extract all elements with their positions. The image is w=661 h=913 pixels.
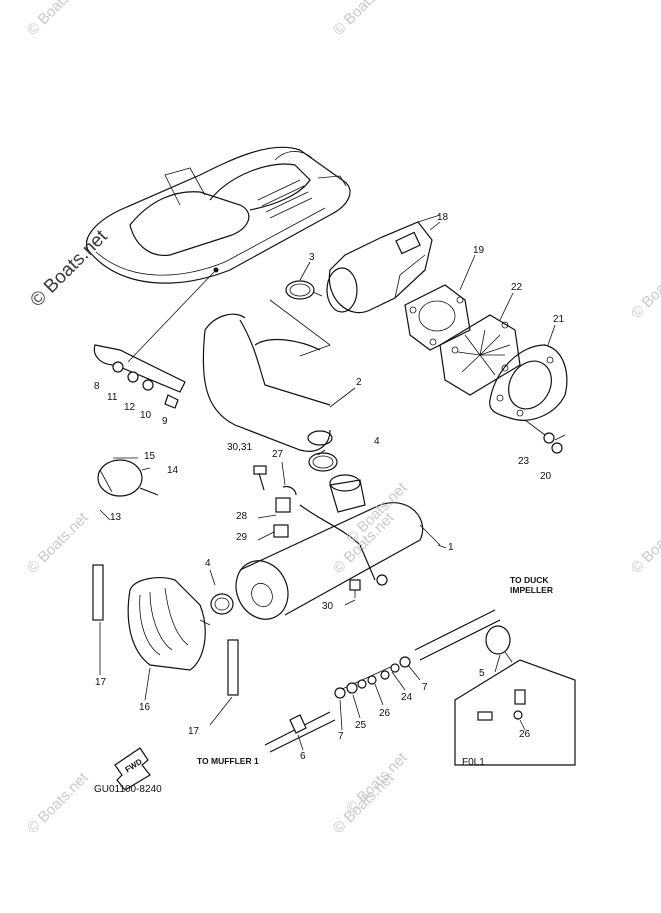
figure-code: GU01100-8240 <box>94 784 162 795</box>
callout-18: 18 <box>437 212 449 223</box>
callout-1: 1 <box>448 542 454 553</box>
callout-2: 2 <box>356 377 362 388</box>
bolt-30 <box>349 579 361 598</box>
callout-23: 23 <box>518 456 530 467</box>
leader-lines <box>99 221 566 751</box>
housing-21 <box>489 324 568 421</box>
callout-3: 3 <box>309 252 315 263</box>
callout-9: 9 <box>162 416 168 427</box>
exhaust-hose-2 <box>202 299 333 452</box>
fwd-arrow-shape <box>114 747 151 791</box>
callout-4-left: 4 <box>205 558 211 569</box>
callout-10: 10 <box>140 410 152 421</box>
callout-8: 8 <box>94 381 100 392</box>
callout-28: 28 <box>236 511 248 522</box>
callout-7-left: 7 <box>338 731 344 742</box>
callout-26-inset: 26 <box>519 729 531 740</box>
note-to-duck: TO DUCK <box>510 575 549 585</box>
hose-clamp-4-top <box>308 452 338 472</box>
clamp-15 <box>97 457 159 497</box>
inset-box <box>454 659 576 766</box>
callout-13: 13 <box>110 512 122 523</box>
callout-12: 12 <box>124 402 136 413</box>
bolts-23-20 <box>524 419 563 454</box>
callout-20: 20 <box>540 471 552 482</box>
exhaust-elbow-18 <box>326 214 441 314</box>
callout-21: 21 <box>553 314 565 325</box>
callout-16: 16 <box>139 702 151 713</box>
callout-25: 25 <box>355 720 367 731</box>
callout-5: 5 <box>479 668 485 679</box>
callout-6: 6 <box>300 751 306 762</box>
gasket-19 <box>404 254 476 351</box>
note-to-muffler: TO MUFFLER 1 <box>197 756 259 766</box>
hose-clamp-3 <box>285 261 323 300</box>
callout-30: 30 <box>322 601 334 612</box>
callout-19: 19 <box>473 245 485 256</box>
callout-17-left: 17 <box>95 677 107 688</box>
callout-14: 14 <box>167 465 179 476</box>
callout-7-right: 7 <box>422 682 428 693</box>
callout-17-right: 17 <box>188 726 200 737</box>
water-pipes <box>264 609 501 753</box>
callout-29: 29 <box>236 532 248 543</box>
callout-15: 15 <box>144 451 156 462</box>
plate-22 <box>439 292 521 396</box>
muffler-1 <box>235 474 441 620</box>
hose-clamp-4-left <box>210 593 234 615</box>
note-impeller: IMPELLER <box>510 585 553 595</box>
callout-24: 24 <box>401 692 413 703</box>
watercraft-drawing <box>86 146 351 363</box>
boot-16 <box>127 577 211 671</box>
callout-11: 11 <box>107 392 118 403</box>
callout-26: 26 <box>379 708 391 719</box>
foam-strip-17-right <box>227 639 239 696</box>
brackets-27-31 <box>253 465 297 541</box>
inset-label: F0L1 <box>462 757 485 768</box>
callout-22: 22 <box>511 282 523 293</box>
callout-4-top: 4 <box>374 436 380 447</box>
callout-27: 27 <box>272 449 284 460</box>
clamp-5 <box>485 625 513 663</box>
bracket-assembly <box>93 344 186 409</box>
callout-30-31: 30,31 <box>227 442 253 453</box>
foam-strip-17-left <box>92 564 104 621</box>
